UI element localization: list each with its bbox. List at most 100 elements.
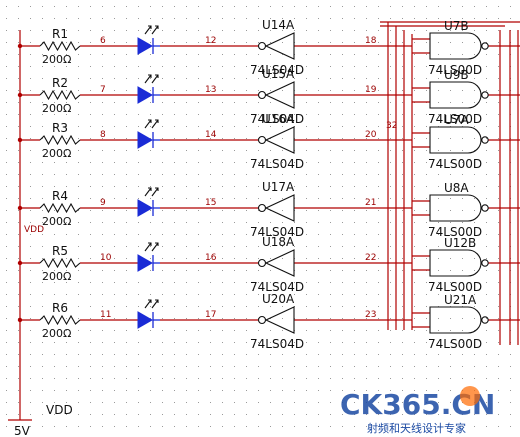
grid-dot <box>162 234 163 235</box>
grid-dot <box>42 414 43 415</box>
grid-dot <box>438 270 439 271</box>
grid-dot <box>498 30 499 31</box>
grid-dot <box>342 90 343 91</box>
grid-dot <box>498 318 499 319</box>
grid-dot <box>78 54 79 55</box>
grid-dot <box>462 270 463 271</box>
grid-dot <box>246 282 247 283</box>
grid-dot <box>414 186 415 187</box>
grid-dot <box>102 174 103 175</box>
grid-dot <box>318 282 319 283</box>
grid-dot <box>114 246 115 247</box>
grid-dot <box>162 330 163 331</box>
grid-dot <box>6 246 7 247</box>
grid-dot <box>234 306 235 307</box>
grid-dot <box>66 306 67 307</box>
grid-dot <box>342 126 343 127</box>
grid-dot <box>54 258 55 259</box>
grid-dot <box>438 54 439 55</box>
nand-gate-body <box>429 81 482 109</box>
grid-dot <box>318 66 319 67</box>
inverter-bubble <box>257 203 267 213</box>
grid-dot <box>102 282 103 283</box>
grid-dot <box>450 354 451 355</box>
grid-dot <box>378 258 379 259</box>
grid-dot <box>474 282 475 283</box>
grid-dot <box>126 174 127 175</box>
grid-dot <box>462 222 463 223</box>
grid-dot <box>30 138 31 139</box>
grid-dot <box>498 294 499 295</box>
grid-dot <box>222 222 223 223</box>
net-label: 12 <box>205 36 216 46</box>
grid-dot <box>90 342 91 343</box>
grid-dot <box>138 126 139 127</box>
grid-dot <box>258 246 259 247</box>
grid-dot <box>210 18 211 19</box>
grid-dot <box>162 414 163 415</box>
grid-dot <box>258 78 259 79</box>
grid-dot <box>306 30 307 31</box>
grid-dot <box>378 246 379 247</box>
grid-dot <box>90 78 91 79</box>
grid-dot <box>30 234 31 235</box>
grid-dot <box>90 414 91 415</box>
grid-dot <box>114 258 115 259</box>
grid-dot <box>102 6 103 7</box>
grid-dot <box>126 90 127 91</box>
grid-dot <box>54 42 55 43</box>
grid-dot <box>138 306 139 307</box>
grid-dot <box>486 78 487 79</box>
grid-dot <box>438 414 439 415</box>
grid-dot <box>18 186 19 187</box>
grid-dot <box>390 174 391 175</box>
grid-dot <box>126 18 127 19</box>
grid-dot <box>186 198 187 199</box>
grid-dot <box>486 54 487 55</box>
watermark-logo-icon <box>460 386 480 406</box>
grid-dot <box>246 114 247 115</box>
grid-dot <box>66 174 67 175</box>
grid-dot <box>150 426 151 427</box>
grid-dot <box>330 54 331 55</box>
grid-dot <box>414 342 415 343</box>
grid-dot <box>282 318 283 319</box>
grid-dot <box>90 126 91 127</box>
grid-dot <box>450 66 451 67</box>
grid-dot <box>162 246 163 247</box>
inverter-ref: U17A <box>262 180 295 194</box>
grid-dot <box>486 186 487 187</box>
grid-dot <box>498 306 499 307</box>
grid-dot <box>438 66 439 67</box>
grid-dot <box>210 306 211 307</box>
grid-dot <box>222 342 223 343</box>
inverter-ref: U15A <box>262 67 295 81</box>
grid-dot <box>174 198 175 199</box>
grid-dot <box>438 150 439 151</box>
grid-dot <box>330 246 331 247</box>
grid-dot <box>402 234 403 235</box>
grid-dot <box>294 414 295 415</box>
grid-dot <box>90 186 91 187</box>
grid-dot <box>30 342 31 343</box>
grid-dot <box>306 138 307 139</box>
grid-dot <box>234 174 235 175</box>
grid-dot <box>474 378 475 379</box>
grid-dot <box>246 54 247 55</box>
grid-dot <box>78 150 79 151</box>
resistor-ref: R1 <box>52 27 68 41</box>
grid-dot <box>342 378 343 379</box>
grid-dot <box>498 18 499 19</box>
grid-dot <box>402 282 403 283</box>
grid-dot <box>186 126 187 127</box>
grid-dot <box>42 342 43 343</box>
grid-dot <box>414 318 415 319</box>
grid-dot <box>282 330 283 331</box>
grid-dot <box>90 426 91 427</box>
grid-dot <box>210 126 211 127</box>
resistor-value: 200Ω <box>42 215 71 228</box>
grid-dot <box>42 78 43 79</box>
grid-dot <box>438 162 439 163</box>
grid-dot <box>42 318 43 319</box>
grid-dot <box>318 378 319 379</box>
